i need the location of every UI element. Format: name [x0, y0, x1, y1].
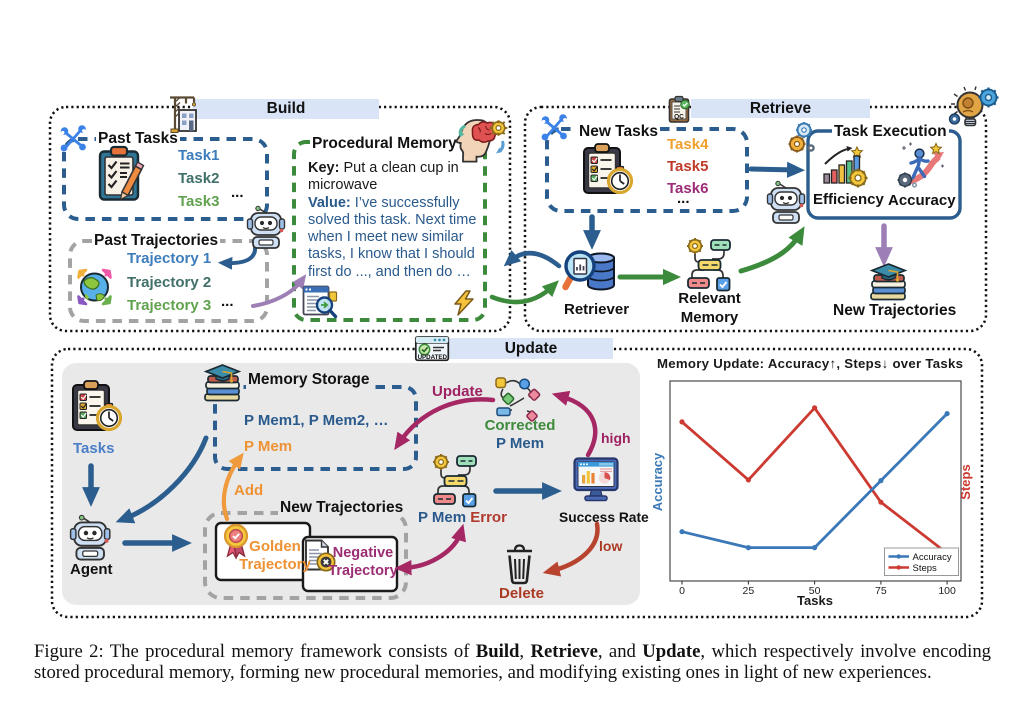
svg-text:50: 50	[809, 585, 821, 597]
svg-text:75: 75	[875, 585, 887, 597]
svg-text:Steps: Steps	[958, 464, 973, 499]
svg-text:0: 0	[679, 585, 685, 597]
svg-text:Tasks: Tasks	[797, 593, 833, 608]
svg-text:Steps: Steps	[913, 563, 938, 574]
svg-text:25: 25	[743, 585, 755, 597]
svg-text:Accuracy: Accuracy	[913, 552, 952, 563]
svg-text:100: 100	[938, 585, 956, 597]
svg-text:Accuracy: Accuracy	[650, 452, 665, 511]
svg-text:Memory Update: Accuracy↑, Step: Memory Update: Accuracy↑, Steps↓ over Ta…	[657, 356, 963, 371]
